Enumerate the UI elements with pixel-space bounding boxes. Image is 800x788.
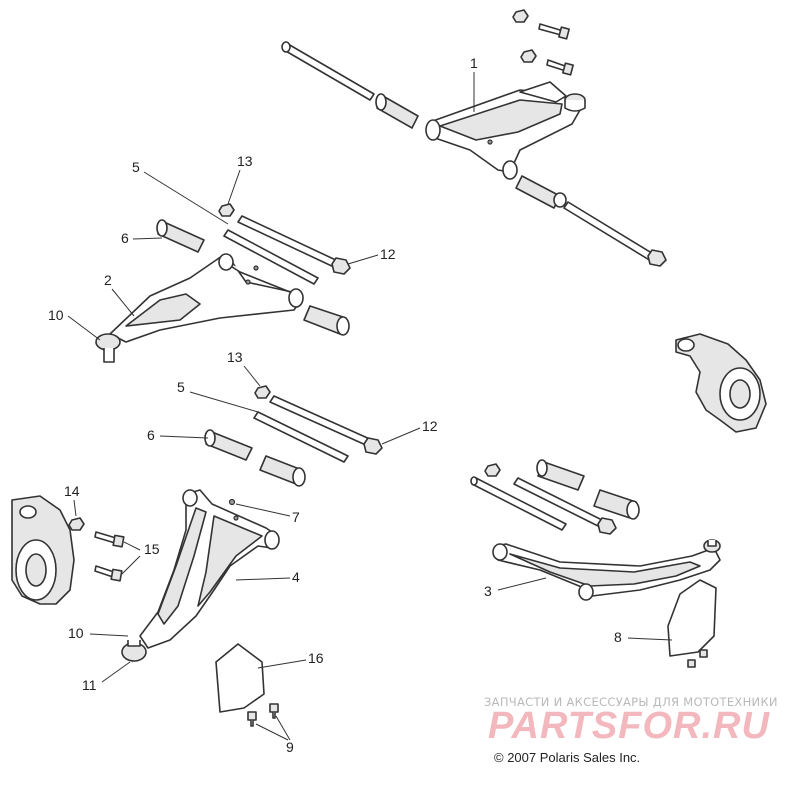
nut-13b (254, 385, 271, 399)
leader-7 (235, 503, 291, 517)
bushing-6d (259, 455, 306, 487)
nut-14 (68, 517, 85, 531)
bolt-right (513, 477, 617, 535)
leader-3 (497, 577, 547, 591)
leader-10b (89, 633, 129, 637)
bolt-top-1 (538, 23, 570, 40)
callout-9: 9 (286, 739, 294, 755)
callout-6a: 6 (121, 230, 129, 246)
skid-plate-right: 8 (614, 579, 717, 668)
pivot-rod-long-1 (281, 41, 375, 101)
leader-14 (73, 499, 77, 517)
copyright-notice: © 2007 Polaris Sales Inc. (494, 750, 640, 765)
leader-16 (257, 659, 307, 669)
leader-6b (159, 435, 209, 439)
callout-14: 14 (64, 483, 80, 499)
callout-13b: 13 (227, 349, 243, 365)
upper-a-arm-2 (109, 253, 304, 343)
lower-a-arm-assembly-rear: 3 (470, 459, 721, 601)
callout-7: 7 (292, 509, 300, 525)
callout-6b: 6 (147, 427, 155, 443)
leader-8 (627, 637, 673, 641)
bolt-12b (269, 395, 383, 455)
lower-arm-hardware: 13 5 6 12 (147, 349, 438, 487)
leader-6a (132, 237, 163, 240)
leader-11 (101, 661, 131, 683)
callout-2: 2 (104, 272, 112, 288)
callout-11: 11 (82, 677, 97, 693)
screw-8a (699, 649, 708, 658)
nut-right-lower (484, 463, 501, 477)
callout-10b: 10 (68, 625, 84, 641)
callout-5a: 5 (132, 159, 140, 175)
bushing-right-1 (536, 459, 585, 491)
leader-12a (347, 254, 379, 265)
callout-10a: 10 (48, 307, 64, 323)
screw-8b (687, 659, 696, 668)
callout-5b: 5 (177, 379, 185, 395)
screw-9b (269, 703, 279, 719)
bolt-12a (237, 215, 351, 275)
callout-12a: 12 (380, 246, 396, 262)
watermark-tagline: ЗАПЧАСТИ И АКСЕССУАРЫ ДЛЯ МОТОТЕХНИКИ (484, 695, 778, 709)
upper-a-arm-1 (425, 81, 586, 180)
leader-15b (121, 555, 141, 575)
bolt-top-2 (546, 59, 574, 76)
leader-12b (381, 427, 421, 445)
bushing-1 (375, 93, 419, 129)
upper-a-arm-assembly-rear: 1 (281, 9, 667, 267)
callout-15: 15 (144, 541, 160, 557)
leader-13a (227, 169, 241, 205)
callout-8: 8 (614, 629, 622, 645)
bushing-6c (204, 429, 253, 461)
rod-5a (223, 229, 319, 285)
steering-knuckle-left (11, 495, 75, 605)
callout-4: 4 (292, 569, 300, 585)
rod-right-1 (470, 476, 567, 531)
leader-5a (143, 171, 229, 225)
ball-joint-10a (95, 333, 121, 363)
nut-top-1 (512, 9, 529, 23)
leader-9a (255, 723, 289, 741)
ball-joint-10b (121, 640, 147, 662)
lower-a-arm-3 (492, 539, 721, 601)
watermark-logo: PARTSFOR.RU (488, 705, 770, 747)
upper-a-arm-assembly-front: 5 13 6 12 2 10 (48, 153, 396, 363)
lower-a-arm-4 (139, 489, 280, 649)
leader-13b (243, 365, 261, 387)
callout-16: 16 (308, 650, 324, 666)
leader-5b (189, 391, 259, 413)
nut-13a (218, 203, 235, 217)
callout-1: 1 (470, 55, 478, 71)
rod-5b (253, 411, 349, 463)
leader-9b (275, 715, 291, 741)
leader-15a (123, 541, 141, 551)
bushing-6b (303, 305, 350, 336)
callout-3: 3 (484, 583, 492, 599)
skid-plate-left: 16 9 (215, 643, 324, 755)
leader-10a (67, 315, 101, 341)
callout-12b: 12 (422, 418, 438, 434)
bushing-right-2 (593, 489, 640, 520)
bushing-6a (156, 219, 205, 253)
bushing-2 (515, 175, 567, 209)
steering-knuckle-right (675, 333, 767, 433)
leader-4 (235, 577, 291, 581)
bolt-15b (94, 565, 123, 582)
leader-2 (111, 288, 135, 317)
callout-13a: 13 (237, 153, 253, 169)
bolt-15a (94, 531, 125, 548)
lower-a-arm-assembly-front: 14 15 7 4 10 11 (64, 483, 300, 693)
nut-top-2 (520, 49, 537, 63)
screw-9a (247, 711, 257, 727)
pivot-rod-long-2 (563, 201, 667, 267)
